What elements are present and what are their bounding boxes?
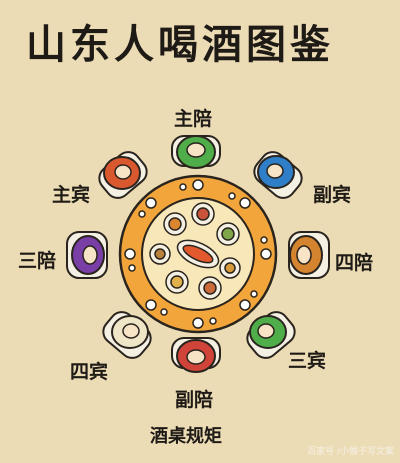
- seat-fubin: [253, 151, 303, 199]
- seat-zhubin: [98, 151, 148, 199]
- round-table: [118, 174, 278, 334]
- label-zhubin: 主宾: [52, 184, 91, 206]
- label-zhupei: 主陪: [174, 108, 213, 130]
- fish-dish-icon: [182, 244, 214, 264]
- label-sanbin: 三宾: [288, 350, 327, 372]
- diagram-caption: 酒桌规矩: [150, 426, 222, 447]
- seat-sanpei: [66, 231, 108, 279]
- label-fupei: 副陪: [175, 389, 214, 411]
- label-sibin: 四宾: [70, 361, 109, 383]
- seat-zhupei: [171, 135, 221, 169]
- seat-fupei: [171, 337, 221, 373]
- place-settings: [124, 179, 272, 329]
- seat-sibin: [102, 311, 152, 359]
- label-sipei: 四陪: [335, 252, 374, 274]
- label-fubin: 副宾: [313, 184, 352, 206]
- label-sanpei: 三陪: [18, 250, 57, 272]
- watermark: 百家号 /小猴子写文案: [307, 447, 394, 457]
- page-title: 山东人喝酒图鉴: [26, 22, 334, 68]
- dishes: [149, 202, 241, 300]
- seat-sipei: [288, 231, 330, 279]
- seat-sanbin: [246, 311, 296, 359]
